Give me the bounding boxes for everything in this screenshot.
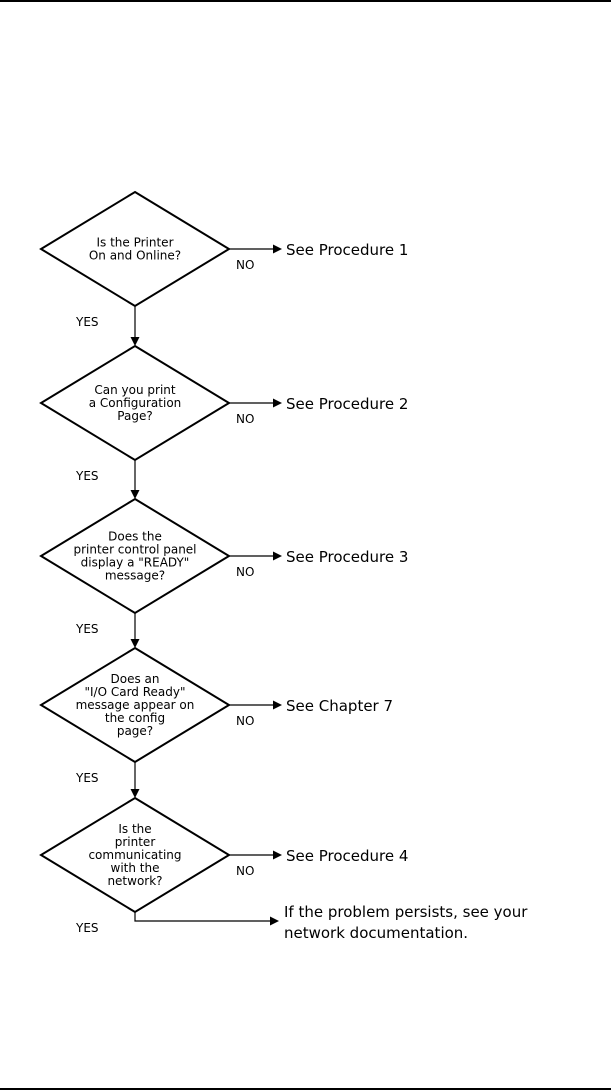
yes-label-3: YES [75, 622, 99, 636]
no-label-4: NO [236, 714, 254, 728]
decision-2-question-line: Can you print [94, 383, 176, 397]
decision-3-question-line: printer control panel [73, 543, 196, 557]
decision-5-question-line: printer [115, 835, 156, 849]
yes-arrowhead-3 [130, 639, 140, 648]
decision-5-question-line: Is the [118, 822, 151, 836]
decision-5-question-line: network? [107, 874, 162, 888]
decision-3-question-line: display a "READY" [81, 556, 190, 570]
yes-label-1: YES [75, 315, 99, 329]
no-label-5: NO [236, 864, 254, 878]
decision-1-question-line: On and Online? [89, 249, 181, 263]
decision-4-question-line: "I/O Card Ready" [84, 685, 185, 699]
no-label-2: NO [236, 412, 254, 426]
decision-5-question-line: communicating [88, 848, 181, 862]
decision-3-question-line: message? [105, 569, 165, 583]
result-text-2: See Procedure 2 [286, 395, 408, 413]
final-result-line: If the problem persists, see your [284, 903, 528, 921]
final-yes-connector [134, 912, 270, 922]
decision-4-question-line: page? [117, 724, 153, 738]
decision-4-question-line: the config [105, 711, 165, 725]
final-yes-arrowhead [270, 916, 279, 926]
yes-arrowhead-1 [130, 337, 140, 346]
no-label-1: NO [236, 258, 254, 272]
decision-2-question-line: Page? [117, 409, 152, 423]
decision-4-question-line: message appear on [76, 698, 195, 712]
decision-1-question-line: Is the Printer [96, 236, 173, 250]
decision-3-question-line: Does the [108, 530, 162, 544]
no-arrowhead-2 [273, 398, 282, 408]
result-text-1: See Procedure 1 [286, 241, 408, 259]
yes-label-4: YES [75, 771, 99, 785]
result-text-3: See Procedure 3 [286, 548, 408, 566]
result-text-5: See Procedure 4 [286, 847, 408, 865]
no-arrowhead-1 [273, 244, 282, 254]
yes-arrowhead-4 [130, 789, 140, 798]
final-result-line: network documentation. [284, 924, 468, 942]
decision-4-question-line: Does an [111, 672, 160, 686]
result-text-4: See Chapter 7 [286, 697, 393, 715]
yes-label-5: YES [75, 921, 99, 935]
no-arrowhead-4 [273, 700, 282, 710]
yes-arrowhead-2 [130, 490, 140, 499]
no-label-3: NO [236, 565, 254, 579]
no-arrowhead-5 [273, 850, 282, 860]
yes-label-2: YES [75, 469, 99, 483]
decision-2-question-line: a Configuration [89, 396, 182, 410]
no-arrowhead-3 [273, 551, 282, 561]
decision-5-question-line: with the [111, 861, 160, 875]
